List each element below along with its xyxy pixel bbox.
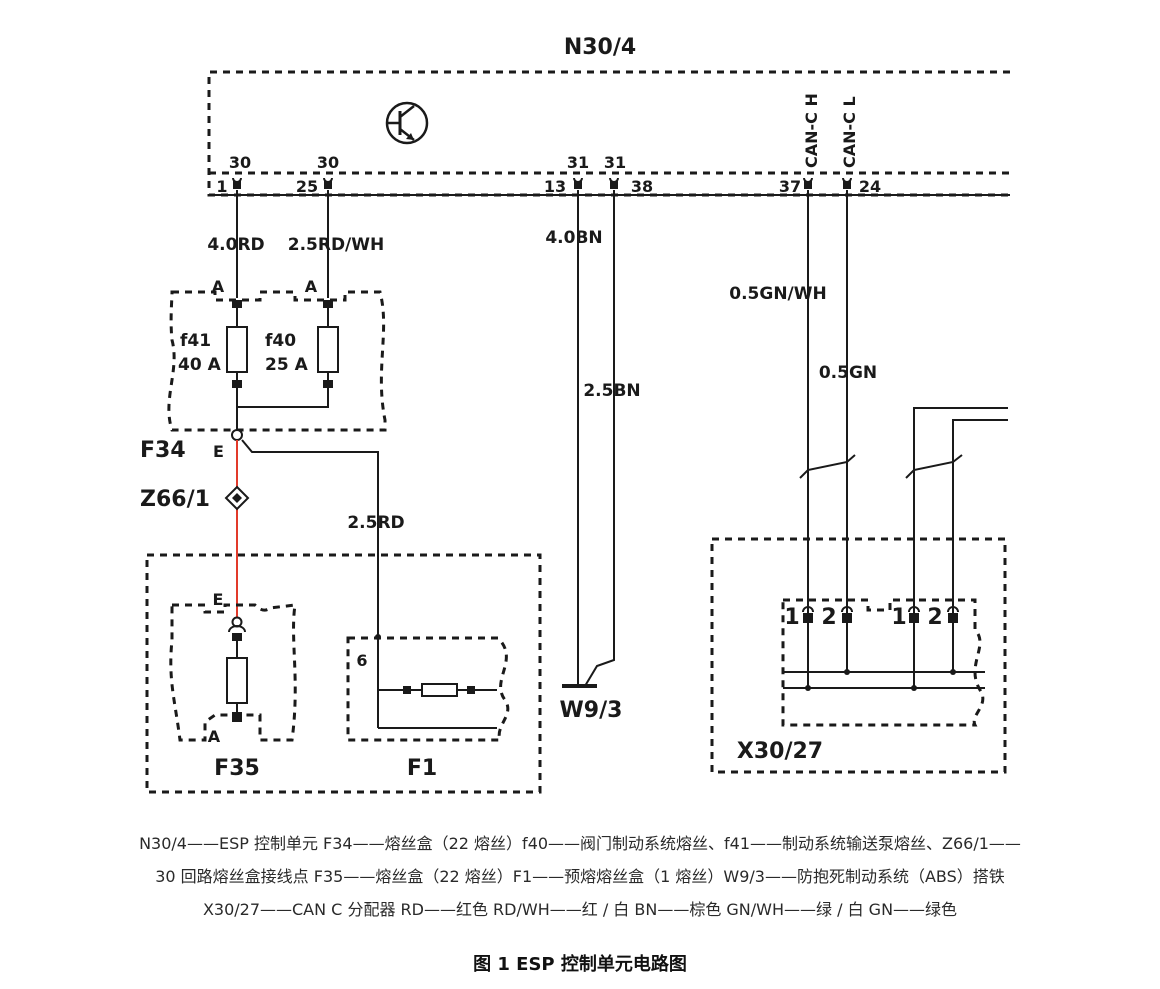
z66-label: Z66/1 [140,487,210,512]
n30-4-module: N30/4 [207,35,1010,197]
wire-label-0-5gn-wh: 0.5GN/WH [729,284,826,304]
pin-1: 1 [216,177,227,196]
fuse-f40-icon [317,326,339,373]
f35-terminal-e: E [213,590,224,609]
pin-31a: 31 [567,153,589,172]
caption-line-3: X30/27——CAN C 分配器 RD——红色 RD/WH——红 / 白 BN… [202,900,958,919]
f41-rating: 40 A [178,355,222,375]
fuse-area-box [145,553,542,794]
wire-label-2-5bn: 2.5BN [583,381,640,401]
fuse-f35-icon [226,657,248,704]
pin-25: 25 [296,177,318,196]
f35-label: F35 [214,756,260,781]
pin-connectors [232,177,852,189]
f35-pin-a: A [208,727,221,746]
caption-line-2: 30 回路熔丝盒接线点 F35——熔丝盒（22 熔丝）F1——预熔熔丝盒（1 熔… [155,867,1005,886]
f40-rating: 25 A [265,355,309,375]
x30-pin-2a: 2 [821,605,836,630]
f34-fuse-box: A A f41 40 A f40 25 A [167,277,387,432]
pin-31b: 31 [604,153,626,172]
f1-label: F1 [407,756,437,781]
w9-3-label: W9/3 [560,698,623,723]
ground-w9-3: 4.0BN 2.5BN W9/3 [545,190,641,723]
f1-prefuse-box: 6 F1 [346,634,510,781]
pin-30b: 30 [317,153,339,172]
pin-30a: 30 [229,153,251,172]
x30-27-label: X30/27 [737,739,823,764]
f35-fuse-box: E A F35 [169,590,297,781]
transistor-icon [385,101,429,145]
module-label: N30/4 [564,35,636,60]
figure-title: 图 1 ESP 控制单元电路图 [473,954,687,975]
pin-13: 13 [544,177,566,196]
pin-37: 37 [779,177,801,196]
f40-name: f40 [265,331,296,351]
pin-can-c-h: CAN-C H [802,93,821,168]
pin-24: 24 [859,177,881,196]
f41-name: f41 [180,331,211,351]
fuse-f1-icon [421,683,458,697]
caption-line-1: N30/4——ESP 控制单元 F34——熔丝盒（22 熔丝）f40——阀门制动… [139,834,1021,853]
x30-pin-2b: 2 [927,605,942,630]
f1-pin-6: 6 [356,651,367,670]
terminal-e-icon [231,429,243,441]
wire-label-0-5gn: 0.5GN [819,363,877,383]
can-bus-wires: 0.5GN/WH 0.5GN [729,190,1008,612]
f34-label: F34 [140,438,186,463]
wire-label-2-5rd: 2.5RD [347,513,404,533]
f34-pin-a2: A [305,277,318,296]
circuit-diagram: N30/4 30 1 30 25 31 13 31 38 37 24 CAN-C… [140,35,1010,794]
pin-38: 38 [631,177,653,196]
x30-27-can-distributor: 1 2 1 2 X30/27 [710,537,1007,774]
f34-pin-a1: A [212,277,225,296]
z66-junction-icon [224,485,250,511]
pin-can-c-l: CAN-C L [840,96,859,168]
f34-terminal-e: E [213,442,224,461]
x30-pin-1a: 1 [784,605,799,630]
wire-label-4-0rd: 4.0RD [207,235,264,255]
wire-label-4-0bn: 4.0BN [545,228,602,248]
fuse-f41-icon [226,326,248,373]
x30-pin-1b: 1 [891,605,906,630]
wire-label-2-5rd-wh: 2.5RD/WH [288,235,385,255]
